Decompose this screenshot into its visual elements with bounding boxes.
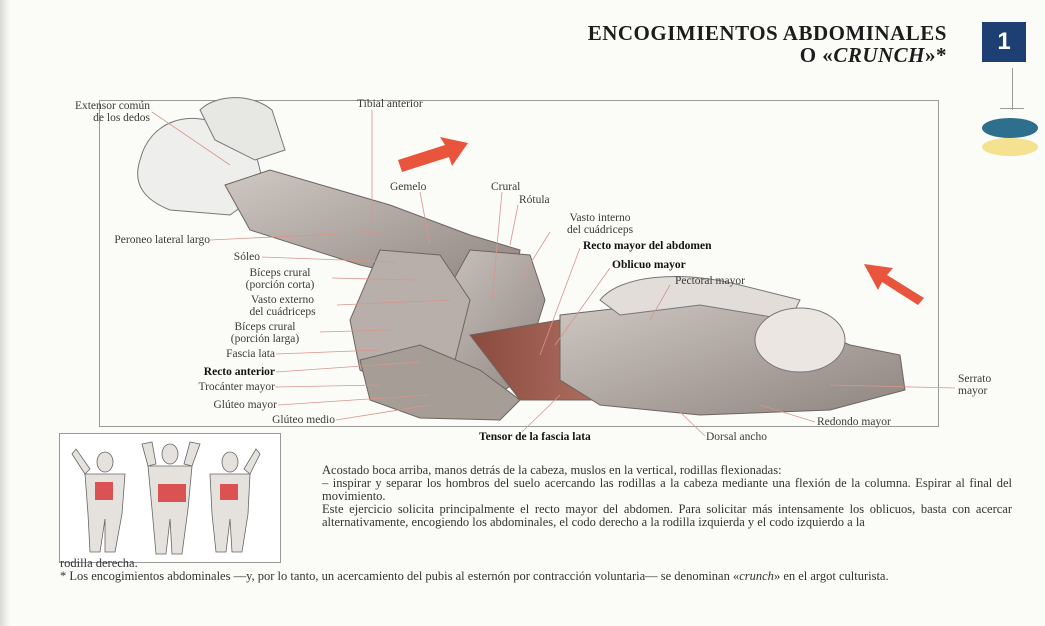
label-gluteo-medio: Glúteo medio [220,414,335,426]
label-pectoral-mayor: Pectoral mayor [675,275,745,287]
label-crural: Crural [491,181,520,193]
label-rotula: Rótula [519,194,550,206]
label-gluteo-mayor: Glúteo mayor [160,399,277,411]
footnote-suffix: » en el argot culturista. [774,569,889,583]
label-biceps-porcion-corta: Bíceps crural(porción corta) [225,267,335,291]
label-tibial-anterior: Tibial anterior [357,98,423,110]
exercise-description: Acostado boca arriba, manos detrás de la… [322,464,1012,529]
upward-arrow-right [864,264,924,305]
head-illustration [755,308,845,372]
label-fascia-lata: Fascia lata [170,348,275,360]
label-oblicuo-mayor: Oblicuo mayor [612,259,686,271]
label-redondo-mayor: Redondo mayor [817,416,891,428]
label-soleo: Sóleo [200,251,260,263]
label-biceps-porcion-larga: Bíceps crural(porción larga) [210,321,320,345]
label-recto-mayor-abdomen: Recto mayor del abdomen [583,240,712,252]
upward-arrow-left [398,137,468,172]
footnote-prefix: * Los encogimientos abdominales —y, por … [60,569,739,583]
label-trocanter-mayor: Trocánter mayor [130,381,275,393]
footnote: * Los encogimientos abdominales —y, por … [60,570,1020,583]
label-recto-anterior: Recto anterior [150,366,275,378]
torso-illustration [560,300,905,415]
label-dorsal-ancho: Dorsal ancho [706,431,767,443]
label-gemelo: Gemelo [390,181,426,193]
mini-figures-frame [59,433,281,563]
description-paragraph-2: – inspirar y separar los hombros del sue… [322,477,1012,503]
footnote-italic-crunch: crunch [739,569,774,583]
description-paragraph-3: Este ejercicio solicita principalmente e… [322,503,1012,529]
label-peroneo-lateral: Peroneo lateral largo [40,234,210,246]
label-tensor-fascia-lata: Tensor de la fascia lata [479,431,591,443]
